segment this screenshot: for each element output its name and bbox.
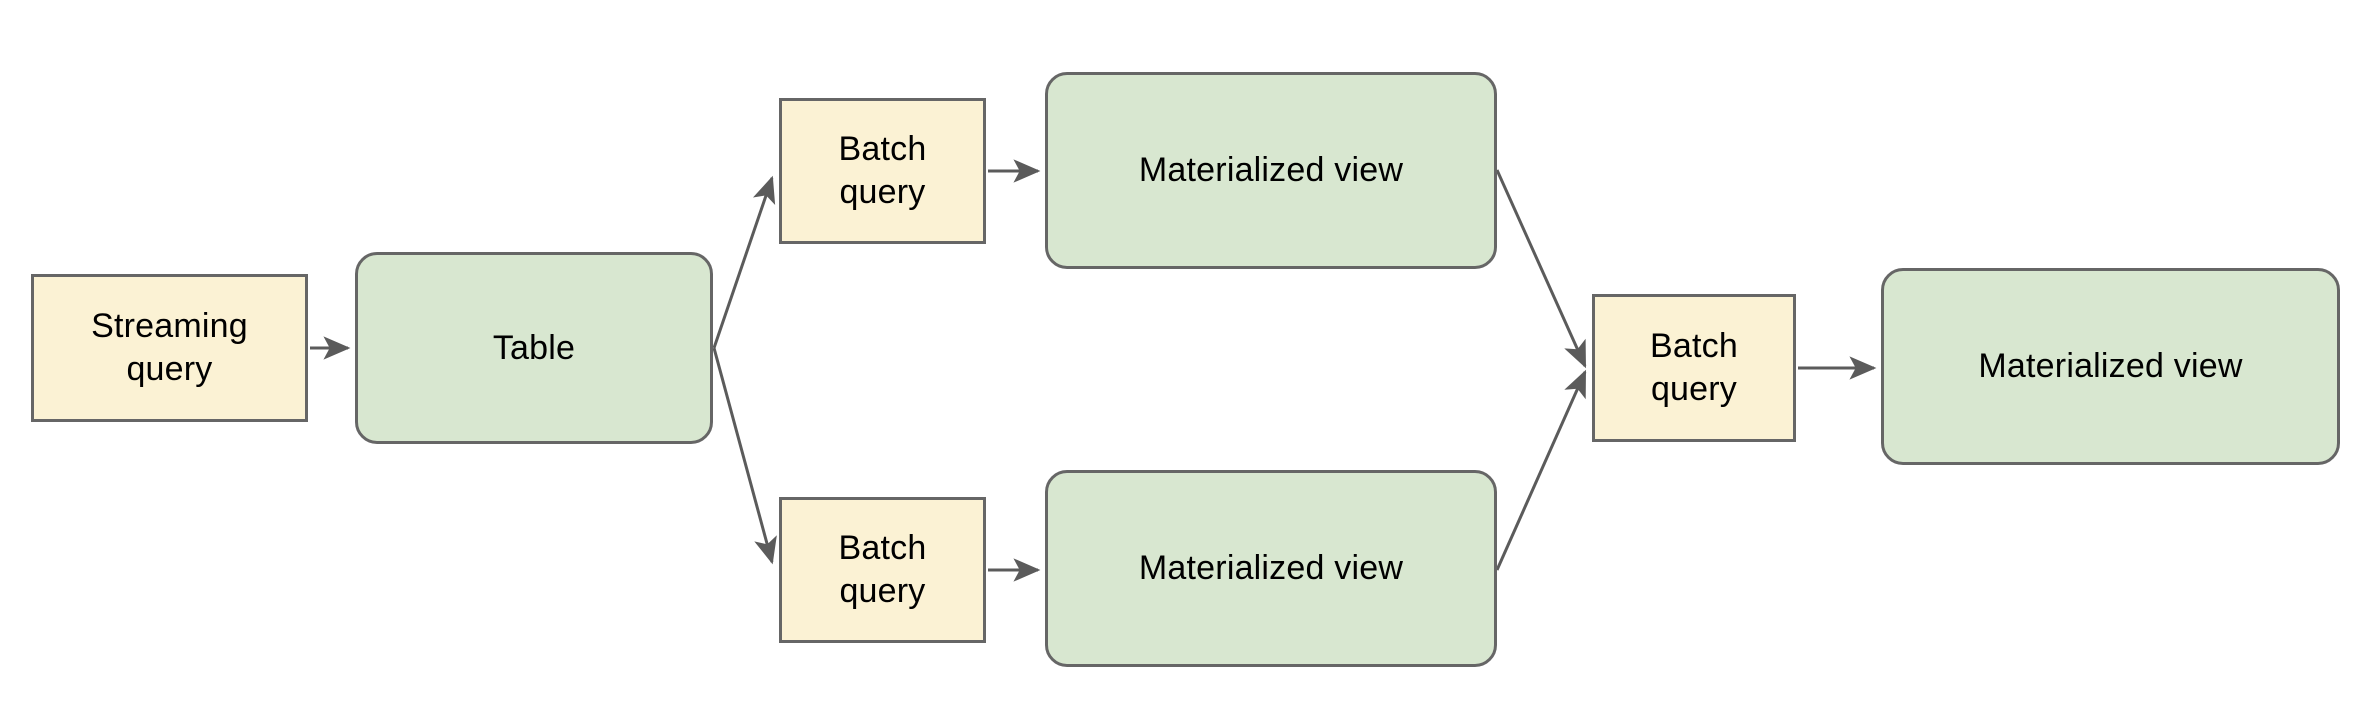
edge-mv-bottom-to-batch-center [1495, 369, 1587, 571]
edge-mv-top-to-batch-center [1495, 169, 1587, 369]
node-label: Batch query [838, 529, 927, 610]
node-label: Batch query [838, 130, 927, 211]
node-materialized-view-right[interactable]: Materialized view [1881, 268, 2340, 465]
node-label: Materialized view [1138, 549, 1404, 588]
node-label: Streaming query [91, 307, 248, 388]
node-batch-query-bottom[interactable]: Batch query [779, 497, 986, 643]
node-materialized-view-bottom[interactable]: Materialized view [1045, 470, 1497, 667]
edge-table-to-batch-bottom [712, 347, 777, 565]
node-label: Materialized view [1138, 151, 1404, 190]
node-label: Batch query [1650, 327, 1738, 408]
node-materialized-view-top[interactable]: Materialized view [1045, 72, 1497, 269]
node-table[interactable]: Table [355, 252, 713, 444]
node-label: Materialized view [1978, 347, 2243, 386]
node-label: Table [492, 328, 576, 367]
node-batch-query-top[interactable]: Batch query [779, 98, 986, 244]
edge-table-to-batch-top [712, 175, 776, 349]
node-streaming-query[interactable]: Streaming query [31, 274, 308, 422]
node-batch-query-center[interactable]: Batch query [1592, 294, 1796, 442]
